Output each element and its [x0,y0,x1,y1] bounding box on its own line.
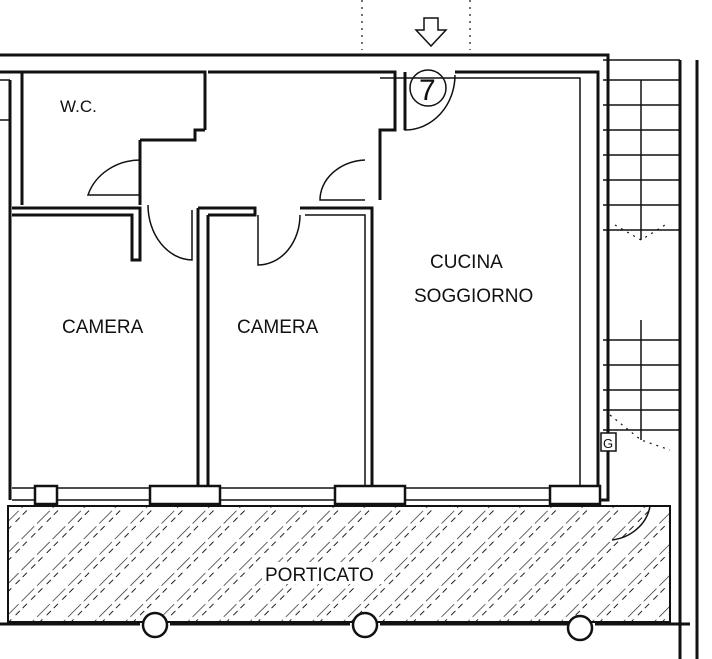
staircase: G [600,59,699,659]
door-swing [257,214,301,266]
door-swing [86,159,141,196]
column [566,614,594,642]
room-label-camera-1: CAMERA [62,317,144,338]
outer-walls [0,53,610,502]
room-wc: W.C. [60,97,205,205]
door-swing [147,204,193,261]
column [351,611,379,639]
room-label-camera-2: CAMERA [237,317,319,338]
room-cucina-soggiorno: CUCINA SOGGIORNO [380,77,581,495]
door-swing [319,159,366,201]
room-camera-1: CAMERA [12,206,210,490]
room-camera-2: CAMERA [198,206,374,490]
entrance-door-symbol: 7 [404,69,456,131]
entrance-arrow-icon [414,17,448,48]
stair-mark: G [603,436,613,451]
porticato-area: PORTICATO [0,505,690,642]
room-label-cucina: CUCINA [430,252,503,273]
entrance-number: 7 [419,74,436,107]
room-label-wc: W.C. [60,97,97,116]
room-label-porticato: PORTICATO [265,565,374,586]
front-wall [12,484,602,506]
column [141,611,169,639]
room-label-soggiorno: SOGGIORNO [414,286,533,307]
